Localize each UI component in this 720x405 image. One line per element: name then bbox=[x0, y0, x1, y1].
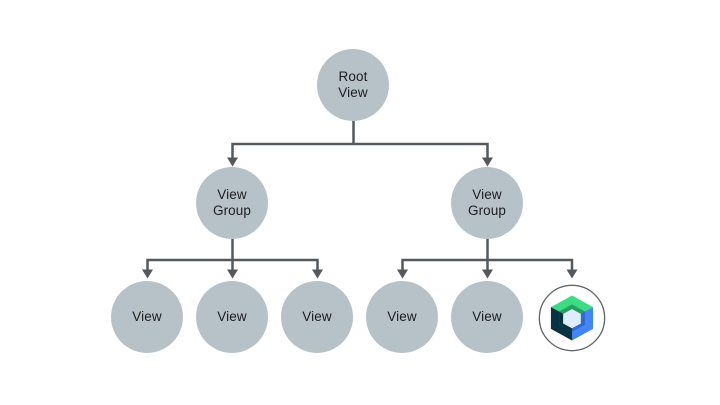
node-root-view: Root View bbox=[317, 49, 389, 121]
arrow-down-icon bbox=[482, 157, 493, 167]
node-view-group-left: View Group bbox=[196, 167, 268, 239]
node-label: View bbox=[132, 308, 162, 324]
arrow-down-icon bbox=[312, 269, 323, 279]
node-label: View Group bbox=[467, 186, 507, 218]
node-view-5: View bbox=[451, 281, 523, 353]
node-label: View bbox=[217, 308, 247, 324]
node-label: View Group bbox=[212, 186, 252, 218]
node-view-3: View bbox=[281, 281, 353, 353]
arrowheads bbox=[142, 157, 578, 279]
connector-path bbox=[146, 118, 574, 270]
node-view-group-right: View Group bbox=[451, 167, 523, 239]
node-compose bbox=[538, 284, 606, 352]
jetpack-compose-icon bbox=[538, 284, 606, 352]
node-label: View bbox=[302, 308, 332, 324]
arrow-down-icon bbox=[227, 157, 238, 167]
tree-edges bbox=[146, 118, 574, 270]
logo-rim-blue bbox=[572, 311, 585, 332]
arrow-down-icon bbox=[482, 269, 493, 279]
node-view-2: View bbox=[196, 281, 268, 353]
arrow-down-icon bbox=[142, 269, 153, 279]
logo-rim-navy-bottom bbox=[559, 323, 572, 332]
arrow-down-icon bbox=[397, 269, 408, 279]
arrow-down-icon bbox=[566, 269, 578, 279]
logo-core-hexagon bbox=[563, 309, 581, 329]
node-label: Root View bbox=[338, 68, 368, 100]
node-label: View bbox=[472, 308, 502, 324]
logo-rim-navy-left bbox=[559, 311, 564, 325]
node-view-1: View bbox=[111, 281, 183, 353]
arrow-down-icon bbox=[227, 269, 238, 279]
node-label: View bbox=[387, 308, 417, 324]
node-view-4: View bbox=[366, 281, 438, 353]
